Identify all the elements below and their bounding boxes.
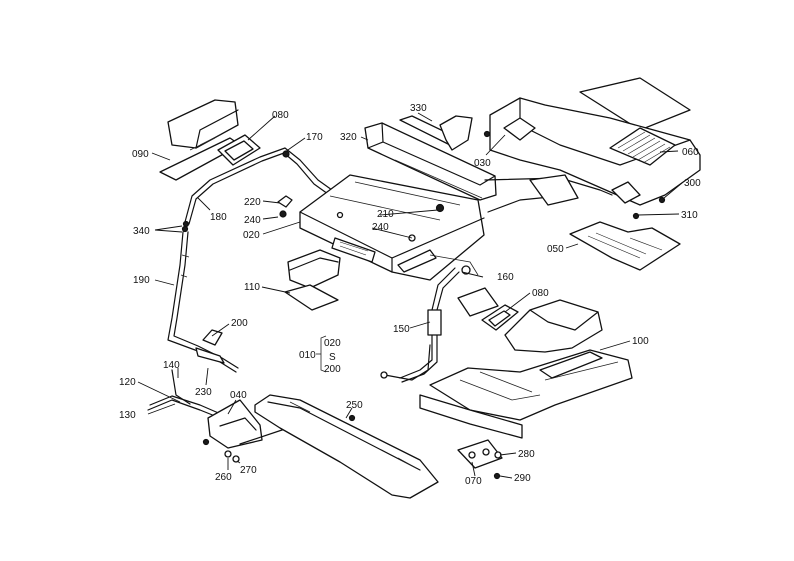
- heater-box: [277, 174, 485, 281]
- label-130: 130: [119, 410, 136, 421]
- label-160: 160: [497, 272, 514, 283]
- label-340: 340: [133, 226, 150, 237]
- grommet-part-080-upper: [217, 134, 261, 166]
- cover-part-110: [284, 249, 341, 311]
- part-labels: 090 080 170 180 220 240 020 340 190 110 …: [119, 103, 701, 487]
- plate-part-070: [457, 439, 503, 469]
- label-140: 140: [163, 360, 180, 371]
- label-080-upper: 080: [272, 110, 289, 121]
- label-300: 300: [684, 178, 701, 189]
- cover-part-090: [159, 99, 241, 181]
- label-190: 190: [133, 275, 150, 286]
- label-150: 150: [393, 324, 410, 335]
- label-060: 060: [682, 147, 699, 158]
- label-040: 040: [230, 390, 247, 401]
- control-lever-part-040: [147, 369, 331, 463]
- label-070: 070: [465, 476, 482, 487]
- label-280: 280: [518, 449, 535, 460]
- hose-part-150: [380, 267, 460, 383]
- dash-panel-part-060: [483, 77, 701, 220]
- label-320: 320: [340, 132, 357, 143]
- pipe-part-190: [167, 220, 239, 373]
- label-330: 330: [410, 103, 427, 114]
- label-range-separator: S: [329, 352, 336, 363]
- label-270: 270: [240, 465, 257, 476]
- gasket-part-160: [457, 287, 499, 317]
- label-170: 170: [306, 132, 323, 143]
- label-030: 030: [474, 158, 491, 169]
- label-210: 210: [377, 209, 394, 220]
- mat-part-050: [569, 221, 681, 271]
- label-290: 290: [514, 473, 531, 484]
- label-220: 220: [244, 197, 261, 208]
- label-230: 230: [195, 387, 212, 398]
- label-020-upper: 020: [243, 230, 260, 241]
- label-090: 090: [132, 149, 149, 160]
- label-200-range: 200: [324, 364, 341, 375]
- label-240-right: 240: [372, 222, 389, 233]
- grommet-part-080-lower: [481, 304, 519, 331]
- label-120: 120: [119, 377, 136, 388]
- label-010: 010: [299, 350, 316, 361]
- floor-tray-part-250: [254, 394, 439, 499]
- label-310: 310: [681, 210, 698, 221]
- label-200-upper: 200: [231, 318, 248, 329]
- label-260: 260: [215, 472, 232, 483]
- label-050: 050: [547, 244, 564, 255]
- label-110: 110: [244, 282, 260, 293]
- leader-lines: [137, 112, 683, 479]
- bracket-part-200: [195, 329, 225, 364]
- floor-duct-part-100: [419, 299, 633, 439]
- screw-part-290: [493, 472, 501, 480]
- duct-frame-part-320: [364, 122, 497, 201]
- label-100: 100: [632, 336, 649, 347]
- label-180: 180: [210, 212, 227, 223]
- label-240-left: 240: [244, 215, 261, 226]
- seal-strip-part-330: [399, 115, 473, 151]
- label-020-range: 020: [324, 338, 341, 349]
- range-bracket-010: [316, 335, 327, 373]
- label-080-lower: 080: [532, 288, 549, 299]
- label-250: 250: [346, 400, 363, 411]
